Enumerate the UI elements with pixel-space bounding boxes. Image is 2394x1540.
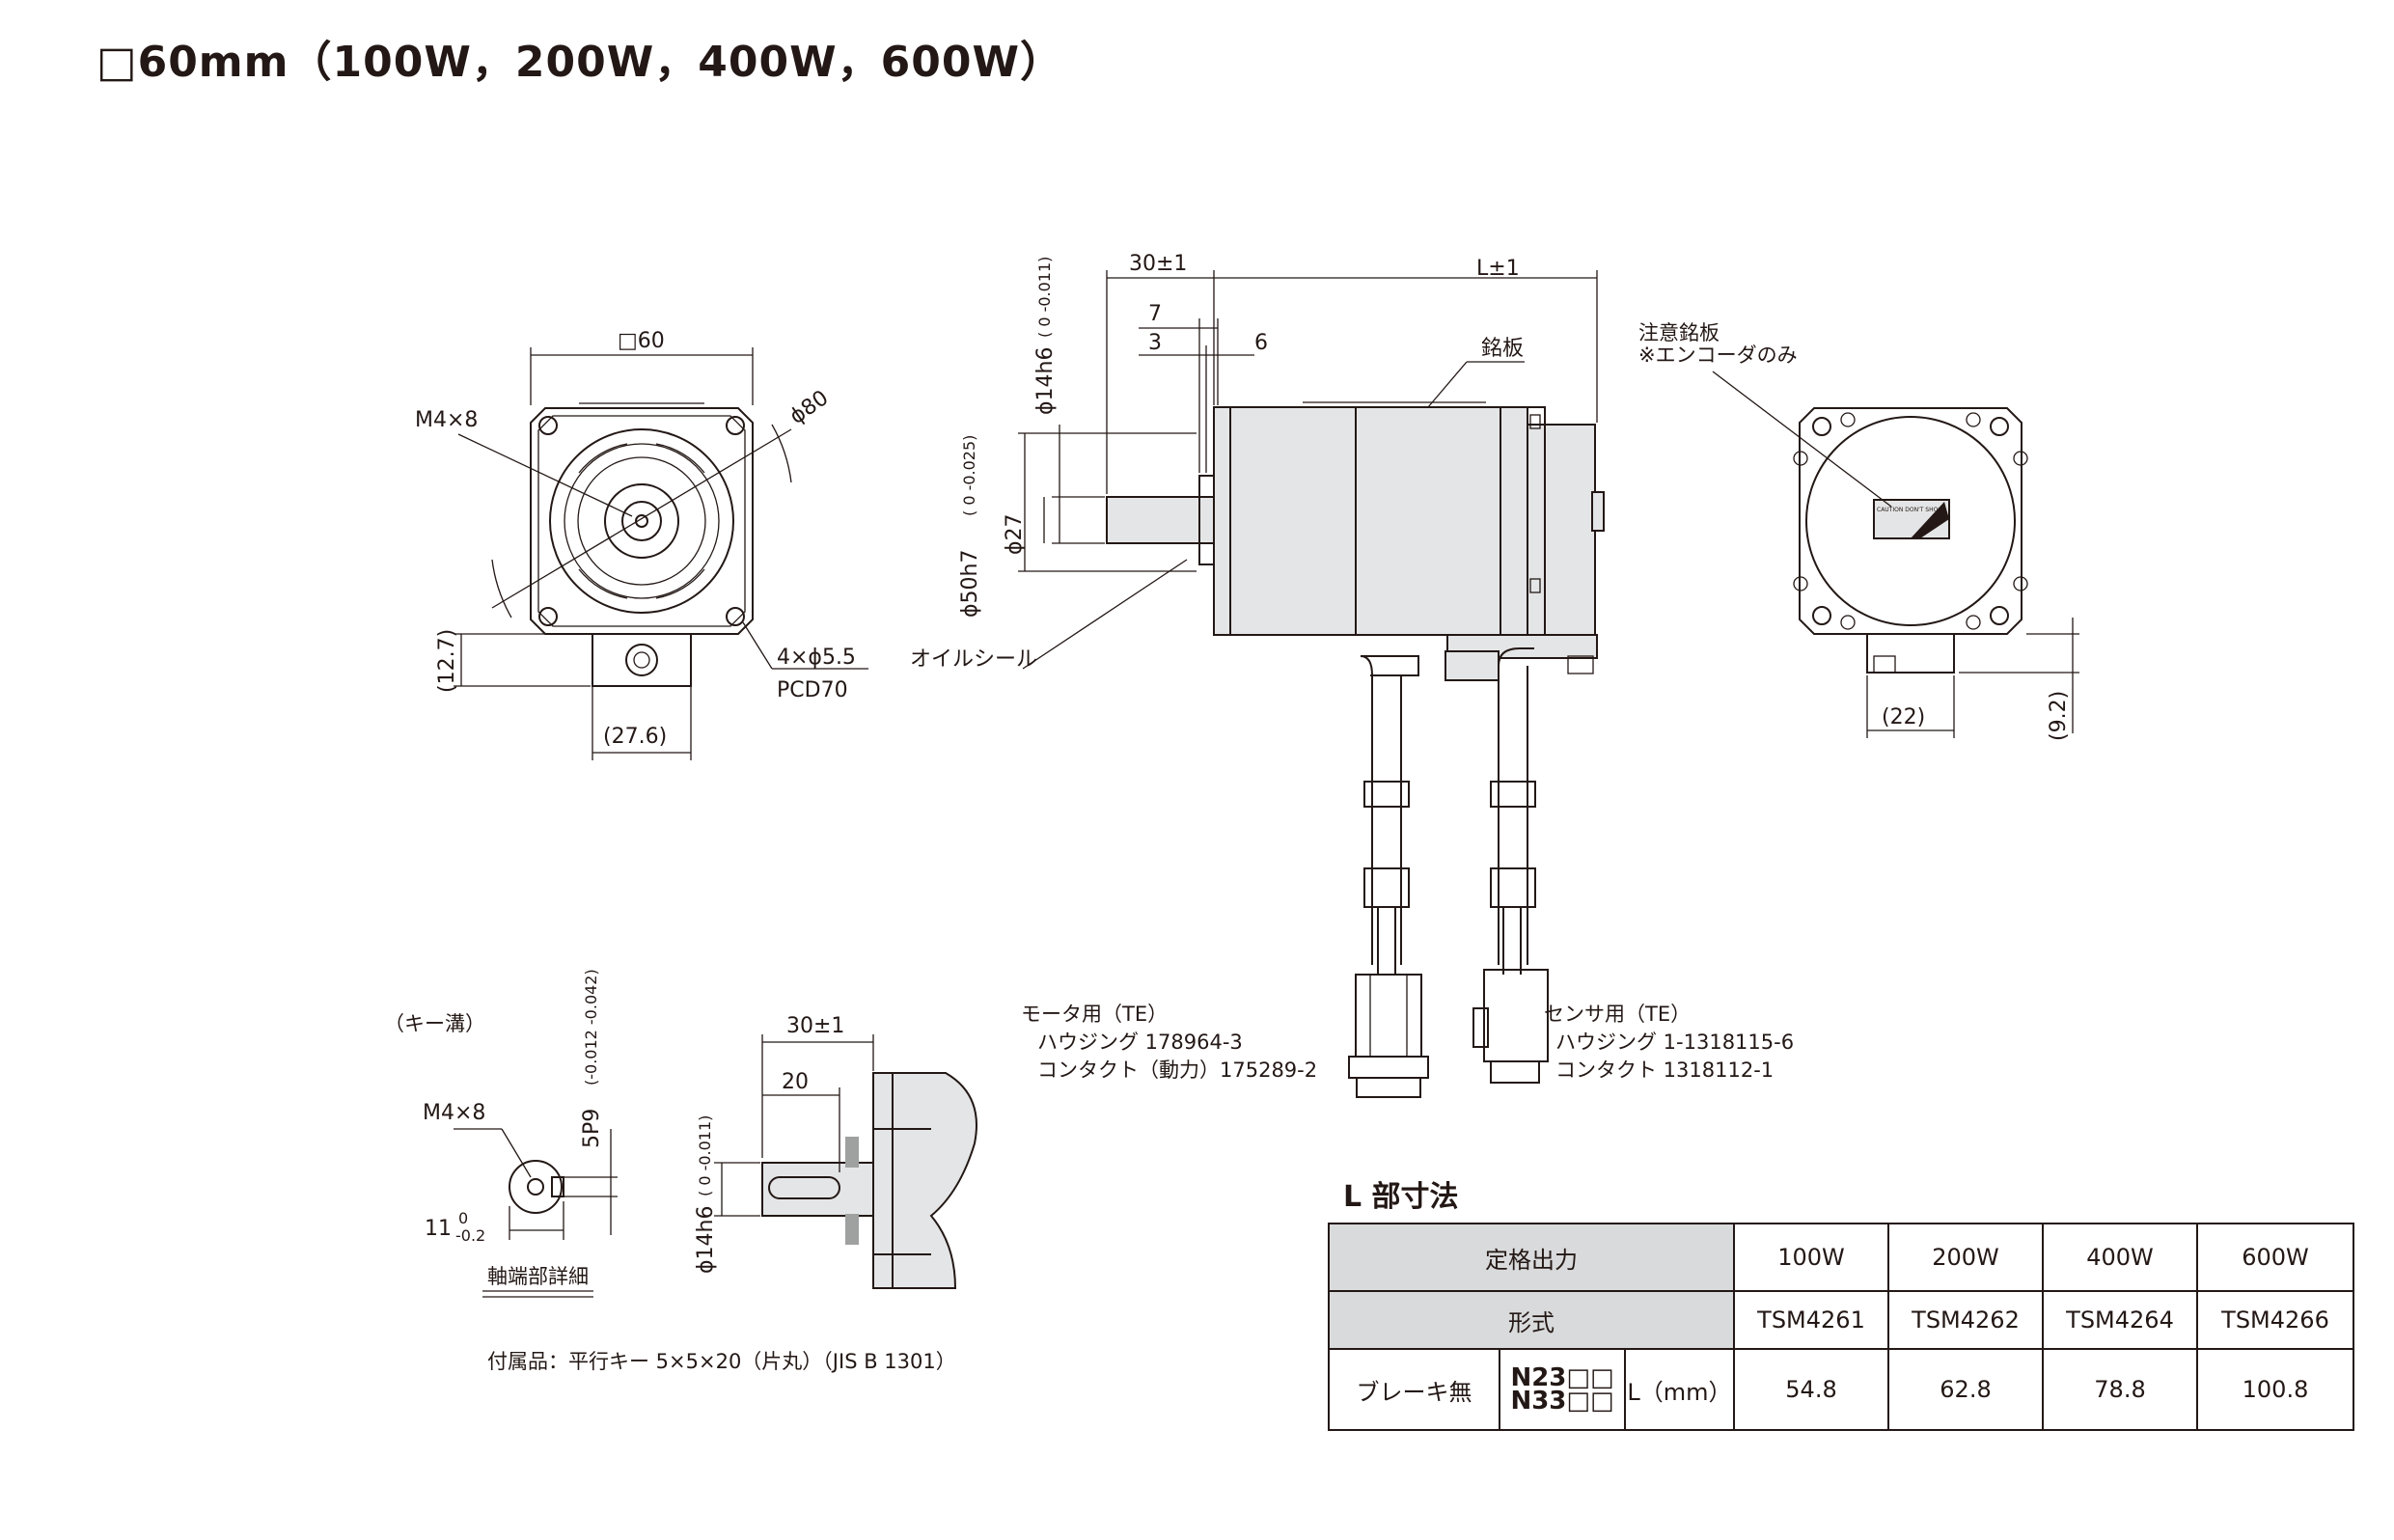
rear-view: CAUTION DON'T SHOCK 注意銘板 ※エンコーダのみ (22) (…: [1638, 321, 2079, 741]
length-2: 78.8: [2042, 1348, 2198, 1431]
series-0: N23□□: [1510, 1363, 1614, 1392]
dim-3: 3: [1148, 331, 1162, 355]
row-brake-none: ブレーキ無: [1328, 1348, 1500, 1431]
label-oil-seal: オイルシール: [910, 647, 1037, 672]
dim-tap: M4×8: [415, 408, 478, 432]
detail-tap: M4×8: [423, 1101, 485, 1125]
detail-shaft-len: 30±1: [786, 1014, 844, 1038]
side-view: 30±1 L±1 7 3 6 銘板 ϕ14h6 ( 0 -0.011) ϕ50h…: [910, 252, 1794, 1098]
detail-key-width: 5P9: [580, 1109, 604, 1148]
dim-holes: 4×ϕ5.5: [777, 646, 856, 670]
motor-conn-0: モータ用（TE）: [1021, 1003, 1168, 1026]
dim-height: (12.7): [435, 629, 459, 693]
length-3: 100.8: [2196, 1348, 2354, 1431]
motor-conn-1: ハウジング 178964-3: [1037, 1031, 1243, 1054]
dim-pilot: ϕ80: [785, 386, 833, 429]
dim-length: L±1: [1476, 257, 1520, 281]
dim-spigot-tol: ( 0 -0.025): [960, 435, 978, 516]
sensor-conn-2: コンタクト 1318112-1: [1555, 1059, 1774, 1082]
detail-depth-upper: 0: [458, 1209, 468, 1227]
dim-rear-width: (22): [1882, 705, 1925, 729]
detail-shaft-dia: ϕ14h6: [694, 1206, 718, 1274]
dim-pcd: PCD70: [777, 678, 848, 702]
detail-shaft-tol: ( 0 -0.011): [696, 1115, 714, 1196]
front-view: □60 M4×8 ϕ80 4×ϕ5.5 PCD70 (12.7) (27.6): [415, 329, 868, 760]
unit-label: L（mm）: [1624, 1348, 1735, 1431]
dim-6: 6: [1254, 331, 1268, 355]
dim-shaft-tol: ( 0 -0.011): [1035, 257, 1054, 338]
header-model: 形式: [1328, 1290, 1735, 1350]
dim-rear-height: (9.2): [2047, 691, 2071, 741]
dim-square: □60: [618, 329, 665, 353]
l-table-heading: L 部寸法: [1343, 1180, 1459, 1214]
dim-shaft-len: 30±1: [1129, 252, 1187, 276]
length-0: 54.8: [1733, 1348, 1889, 1431]
model-2: TSM4264: [2042, 1290, 2198, 1350]
model-3: TSM4266: [2196, 1290, 2354, 1350]
detail-depth: 11: [425, 1217, 452, 1241]
length-1: 62.8: [1887, 1348, 2044, 1431]
header-rated-output: 定格出力: [1328, 1223, 1735, 1292]
detail-key-len: 20: [782, 1070, 809, 1094]
series-1: N33□□: [1510, 1387, 1614, 1416]
dim-27: ϕ27: [1003, 513, 1027, 555]
model-0: TSM4261: [1733, 1290, 1889, 1350]
detail-caption: 軸端部詳細: [487, 1265, 589, 1288]
shaft-detail: （キー溝） M4×8 5P9 (-0.012 -0.042) 11 0 -0.2…: [384, 969, 977, 1373]
label-keyway: （キー溝）: [384, 1012, 485, 1035]
motor-conn-2: コンタクト（動力）175289-2: [1037, 1059, 1317, 1082]
l-dimension-table: 定格出力 100W 200W 400W 600W 形式 TSM4261 TSM4…: [1328, 1223, 2354, 1431]
output-3: 600W: [2196, 1223, 2354, 1292]
label-caution: 注意銘板: [1638, 321, 1720, 344]
sensor-conn-0: センサ用（TE）: [1544, 1003, 1691, 1026]
output-0: 100W: [1733, 1223, 1889, 1292]
dim-7: 7: [1148, 302, 1162, 326]
detail-depth-lower: -0.2: [455, 1226, 485, 1245]
caution-label-text: CAUTION DON'T SHOCK: [1877, 507, 1947, 513]
detail-key-tol: (-0.012 -0.042): [582, 969, 600, 1086]
label-nameplate: 銘板: [1481, 337, 1524, 361]
model-1: TSM4262: [1887, 1290, 2044, 1350]
page-title: □60mm（100W，200W，400W，600W）: [96, 38, 1064, 87]
dim-shaft-dia: ϕ14h6: [1033, 347, 1058, 415]
dim-width: (27.6): [603, 725, 667, 749]
dim-spigot: ϕ50h7: [958, 550, 982, 618]
output-1: 200W: [1887, 1223, 2044, 1292]
accessory-note: 付属品：平行キー 5×5×20（片丸）（JIS B 1301）: [487, 1350, 956, 1373]
label-encoder-only: ※エンコーダのみ: [1638, 344, 1798, 367]
sensor-conn-1: ハウジング 1-1318115-6: [1555, 1031, 1794, 1054]
output-2: 400W: [2042, 1223, 2198, 1292]
